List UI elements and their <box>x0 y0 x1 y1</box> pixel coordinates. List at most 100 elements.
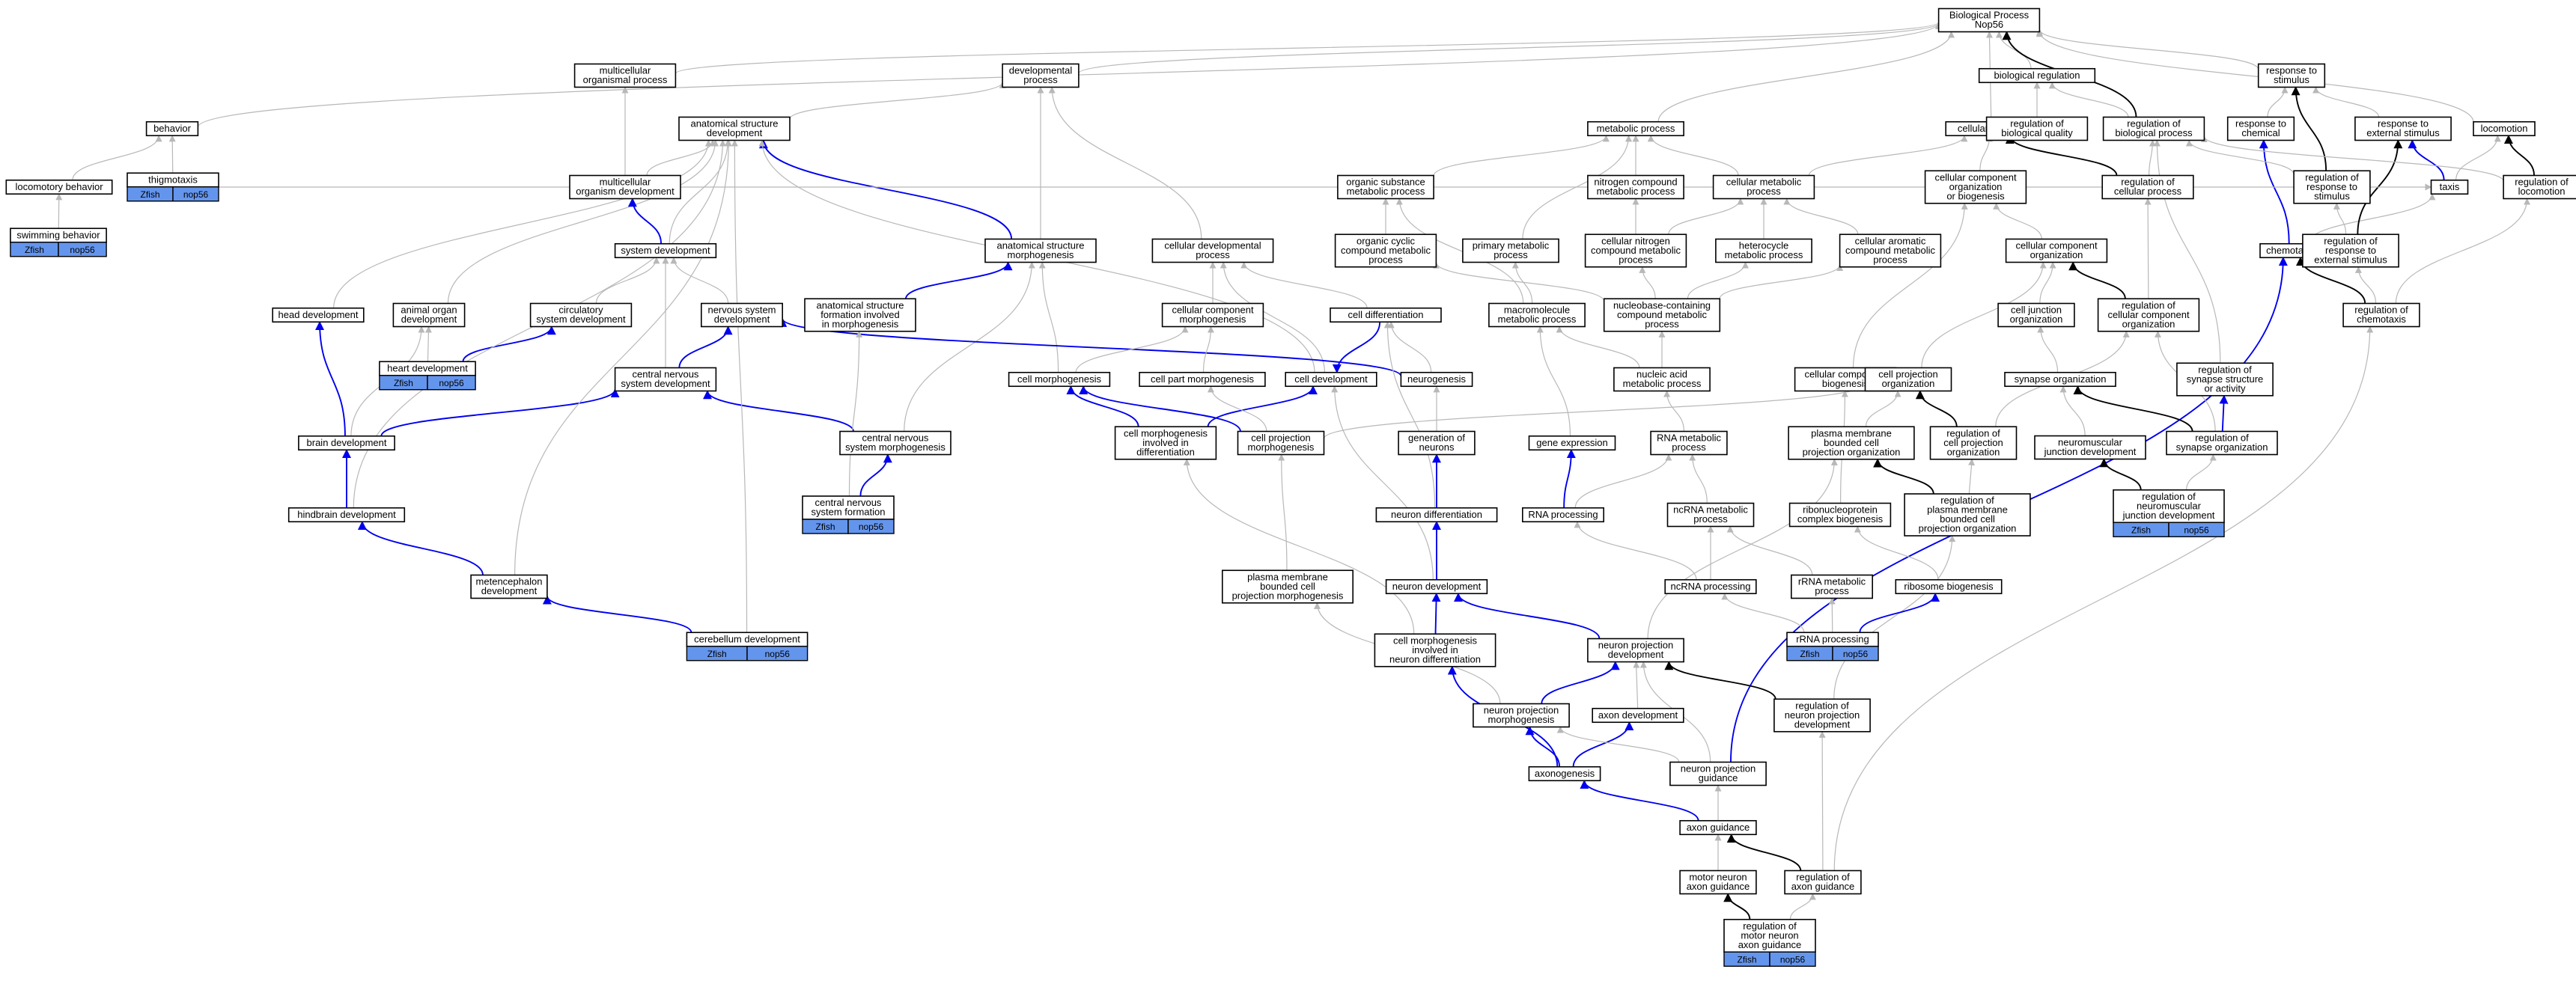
node-neurogenesis[interactable]: neurogenesis <box>1400 371 1473 388</box>
node-cell-part-morphogenesis[interactable]: cell part morphogenesis <box>1139 371 1266 388</box>
node-behavior[interactable]: behavior <box>145 120 199 137</box>
node-neuron-development[interactable]: neuron development <box>1385 578 1488 595</box>
annotation-cell-gene[interactable] <box>1769 951 1816 967</box>
node-ncrna-processing[interactable]: ncRNA processing <box>1664 578 1757 595</box>
node-axon-guidance[interactable]: axon guidance <box>1679 819 1757 836</box>
annotation-cell-gene[interactable] <box>847 519 895 534</box>
annotation-cell-gene[interactable] <box>58 242 107 257</box>
node-head-development[interactable]: head development <box>272 307 365 323</box>
node-cell-development[interactable]: cell development <box>1285 371 1377 388</box>
node-hindbrain-development[interactable]: hindbrain development <box>287 507 406 523</box>
node-cell-differentiation[interactable]: cell differentiation <box>1330 307 1442 323</box>
node-neuron-differentiation[interactable]: neuron differentiation <box>1375 507 1498 523</box>
node-cell-morphogenesis[interactable]: cell morphogenesis <box>1008 371 1111 388</box>
annotation-cell-gene[interactable] <box>427 375 476 391</box>
node-rna-processing[interactable]: RNA processing <box>1522 507 1605 523</box>
node-locomotion[interactable]: locomotion <box>2473 120 2536 137</box>
node-ribosome-biogenesis[interactable]: ribosome biogenesis <box>1895 578 2003 595</box>
node-taxis[interactable]: taxis <box>2430 179 2469 195</box>
node-locomotory-behavior[interactable]: locomotory behavior <box>5 179 113 195</box>
annotation-cell-gene[interactable] <box>746 646 809 661</box>
node-brain-development[interactable]: brain development <box>298 435 395 451</box>
node-metabolic-process[interactable]: metabolic process <box>1587 120 1684 137</box>
node-system-development[interactable]: system development <box>614 242 717 259</box>
node-gene-expression[interactable]: gene expression <box>1528 435 1616 451</box>
node-biological-regulation[interactable]: biological regulation <box>1978 67 2096 84</box>
annotation-cell-gene[interactable] <box>172 186 219 202</box>
annotation-cell-gene[interactable] <box>2168 522 2225 537</box>
annotation-cell-gene[interactable] <box>1832 646 1879 661</box>
node-synapse-organization[interactable]: synapse organization <box>2004 371 2116 388</box>
